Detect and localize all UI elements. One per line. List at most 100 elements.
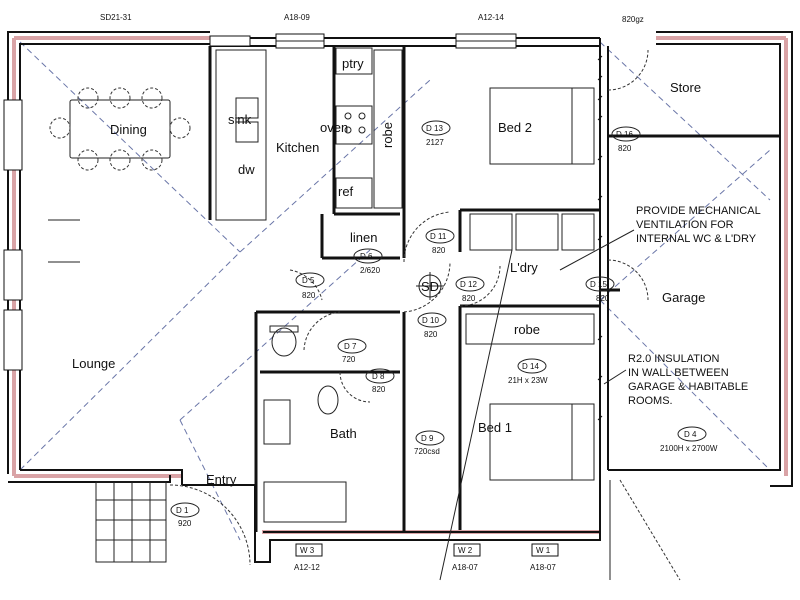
room-label-garage: Garage xyxy=(662,290,705,305)
room-label-bed1: Bed 1 xyxy=(478,420,512,435)
exterior-walls xyxy=(7,31,793,563)
room-label-store: Store xyxy=(670,80,701,95)
door-tag-d6: D 6 2/620 xyxy=(353,248,383,275)
svg-text:820: 820 xyxy=(424,330,438,339)
svg-text:720: 720 xyxy=(342,355,356,364)
svg-text:W 2: W 2 xyxy=(458,546,473,555)
svg-text:D 8: D 8 xyxy=(372,372,385,381)
door-tag-d14: D 14 21H x 23W xyxy=(508,358,548,385)
robe-lower xyxy=(465,313,595,345)
interior-walls xyxy=(208,46,780,532)
insulation-note: R2.0 INSULATION IN WALL BETWEEN GARAGE &… xyxy=(603,353,748,407)
kitchen-units xyxy=(335,47,403,209)
fixture-label-sink: sink xyxy=(228,112,252,127)
fixture-label-ref: ref xyxy=(338,184,354,199)
door-swings xyxy=(169,49,681,581)
door-tag-d15: D 15 820 xyxy=(585,276,615,303)
svg-text:GARAGE & HABITABLE: GARAGE & HABITABLE xyxy=(628,381,748,393)
door-tag-d9: D 9 720csd xyxy=(414,430,445,456)
top-label-right: 820gz xyxy=(622,15,644,24)
svg-text:D 4: D 4 xyxy=(684,430,697,439)
door-tag-d7: D 7 720 xyxy=(337,338,367,364)
svg-text:INTERNAL WC & L'DRY: INTERNAL WC & L'DRY xyxy=(636,233,757,245)
svg-text:820: 820 xyxy=(302,291,316,300)
door-tag-d12: D 12 820 xyxy=(455,276,485,303)
ventilation-note: PROVIDE MECHANICAL VENTILATION FOR INTER… xyxy=(559,205,761,271)
room-label-entry: Entry xyxy=(206,472,237,487)
top-windows xyxy=(209,33,517,49)
svg-text:D 5: D 5 xyxy=(302,276,315,285)
fixture-label-sd: SD xyxy=(421,279,439,294)
svg-text:D 11: D 11 xyxy=(430,232,447,241)
room-label-lounge: Lounge xyxy=(72,356,115,371)
roof-lines xyxy=(19,41,771,541)
svg-text:820: 820 xyxy=(618,144,632,153)
room-label-laundry: L'dry xyxy=(510,260,538,275)
door-tag-d16: D 16 820 xyxy=(611,126,641,153)
svg-text:21H x 23W: 21H x 23W xyxy=(508,376,548,385)
svg-text:W 3: W 3 xyxy=(300,546,315,555)
window-tags: W 3 A12-12 W 2 A18-07 W 1 A18-07 xyxy=(294,543,559,572)
window-tag-w2: W 2 A18-07 xyxy=(452,543,481,572)
svg-text:W 1: W 1 xyxy=(536,546,551,555)
svg-text:820: 820 xyxy=(372,385,386,394)
door-tag-d1: D 1 920 xyxy=(170,502,200,528)
room-label-linen: linen xyxy=(350,230,377,245)
svg-text:D 12: D 12 xyxy=(460,280,477,289)
laundry-units xyxy=(469,213,595,251)
door-tag-d11: D 11 820 xyxy=(425,228,455,255)
door-tag-d8: D 8 820 xyxy=(365,368,395,394)
dining-table xyxy=(49,87,191,171)
svg-text:2100H x 2700W: 2100H x 2700W xyxy=(660,444,718,453)
svg-text:D 10: D 10 xyxy=(422,316,439,325)
svg-text:D 16: D 16 xyxy=(616,130,633,139)
bath-fixtures xyxy=(263,325,347,523)
fixture-label-robe-lower: robe xyxy=(514,322,540,337)
bed-1 xyxy=(489,403,595,481)
top-label-mid2: A12-14 xyxy=(478,13,504,22)
svg-text:D 15: D 15 xyxy=(590,280,607,289)
svg-text:A18-07: A18-07 xyxy=(530,563,556,572)
svg-text:VENTILATION FOR: VENTILATION FOR xyxy=(636,219,734,231)
svg-text:A18-07: A18-07 xyxy=(452,563,478,572)
door-tag-d10: D 10 820 xyxy=(417,312,447,339)
sink-icon xyxy=(235,97,259,143)
svg-text:720csd: 720csd xyxy=(414,447,440,456)
window-tag-w3: W 3 A12-12 xyxy=(294,543,323,572)
fixture-label-oven: oven xyxy=(320,120,348,135)
svg-text:D 9: D 9 xyxy=(421,434,434,443)
svg-text:R2.0 INSULATION: R2.0 INSULATION xyxy=(628,353,720,365)
wall-hatching xyxy=(597,55,603,421)
svg-text:IN WALL BETWEEN: IN WALL BETWEEN xyxy=(628,367,729,379)
fixture-label-robe-upper: robe xyxy=(380,122,395,148)
svg-text:2127: 2127 xyxy=(426,138,444,147)
door-tag-d4: D 4 2100H x 2700W xyxy=(660,426,718,453)
svg-text:ROOMS.: ROOMS. xyxy=(628,395,673,407)
svg-text:D 14: D 14 xyxy=(522,362,539,371)
lounge-furniture xyxy=(48,219,80,263)
top-label-mid1: A18-09 xyxy=(284,13,310,22)
section-line xyxy=(439,249,513,581)
left-windows xyxy=(3,99,23,371)
svg-text:820: 820 xyxy=(432,246,446,255)
door-tag-d13: D 13 2127 xyxy=(421,120,451,147)
svg-text:D 6: D 6 xyxy=(360,252,373,261)
svg-text:D 7: D 7 xyxy=(344,342,357,351)
fixture-label-ptry: ptry xyxy=(342,56,364,71)
svg-text:2/620: 2/620 xyxy=(360,266,381,275)
room-label-bath: Bath xyxy=(330,426,357,441)
svg-text:820: 820 xyxy=(462,294,476,303)
door-tag-d5: D 5 820 xyxy=(295,272,325,300)
svg-text:D 13: D 13 xyxy=(426,124,443,133)
entry-tiles xyxy=(95,481,167,563)
window-tag-w1: W 1 A18-07 xyxy=(530,543,559,572)
room-label-bed2: Bed 2 xyxy=(498,120,532,135)
fixture-label-dw: dw xyxy=(238,162,255,177)
top-label-left: SD21-31 xyxy=(100,13,132,22)
room-label-kitchen: Kitchen xyxy=(276,140,319,155)
bed-2 xyxy=(489,87,595,165)
svg-text:D 1: D 1 xyxy=(176,506,189,515)
door-tags: D 1 920 D 4 2100H x 2700W D 5 820 D 6 2/… xyxy=(170,120,718,528)
svg-text:920: 920 xyxy=(178,519,192,528)
